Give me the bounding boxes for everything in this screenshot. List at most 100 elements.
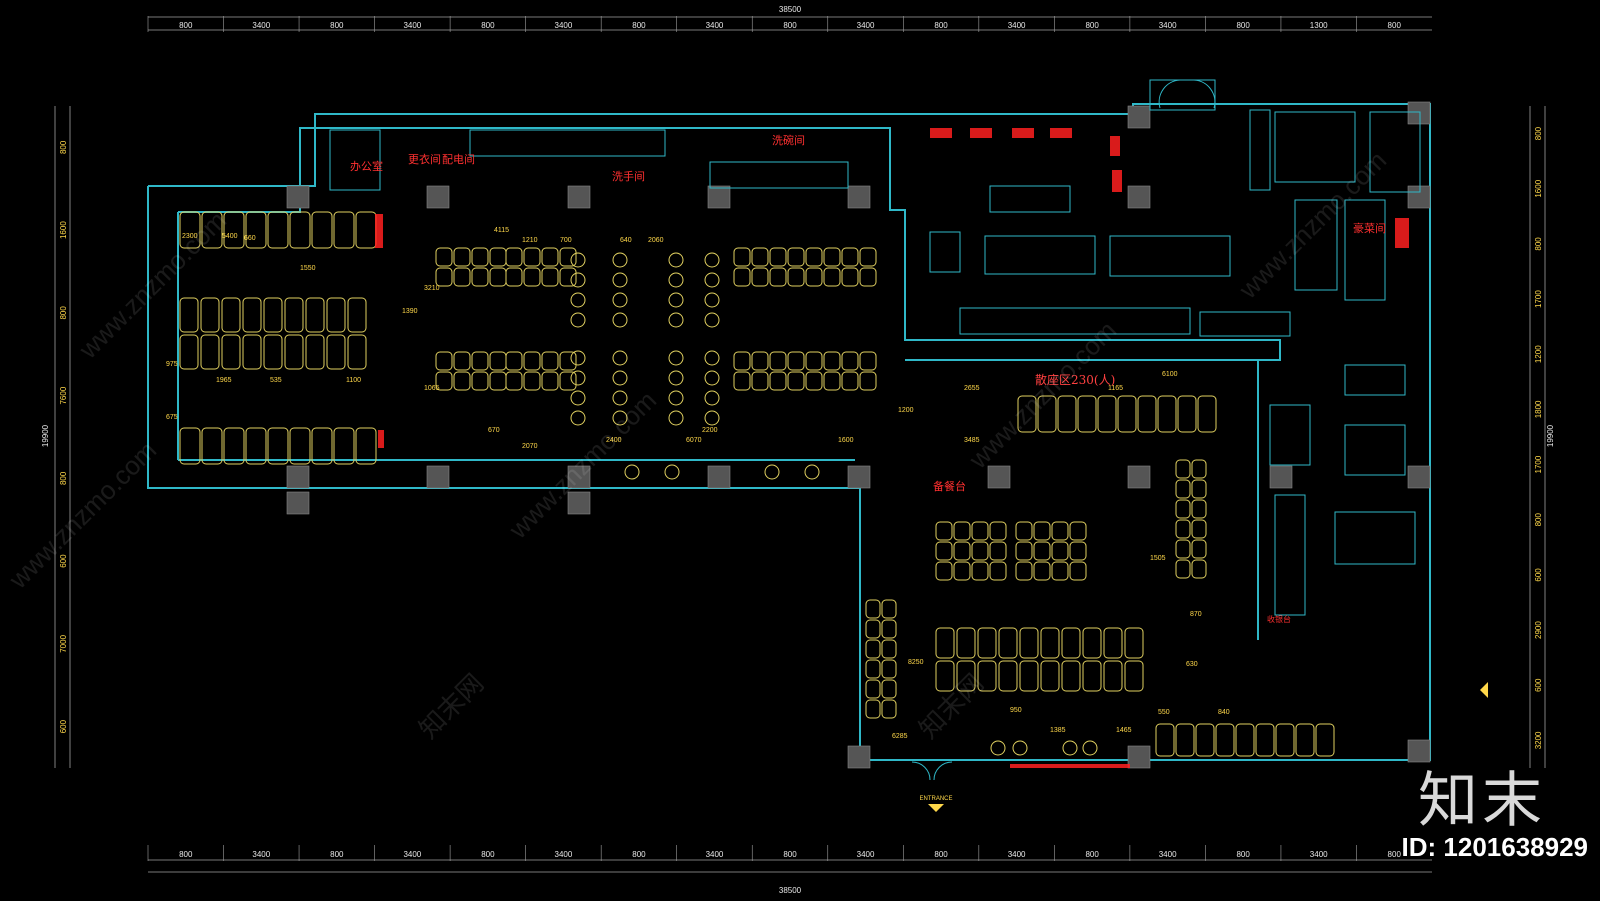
dimension-label: 3400	[1008, 21, 1026, 30]
round-stool	[990, 740, 1006, 756]
image-id-label: ID: 1201638929	[1401, 832, 1588, 862]
booth-seat	[1051, 521, 1069, 541]
column	[1127, 465, 1151, 489]
booth-seat	[787, 371, 805, 391]
room-label-washroom: 洗手间	[612, 169, 645, 183]
annotation-dim: 535	[270, 377, 282, 384]
column	[1407, 101, 1431, 125]
round-stool	[668, 410, 684, 426]
round-stool	[612, 390, 628, 406]
room-label-office: 办公室	[350, 159, 383, 173]
annotation-dim: 1600	[838, 437, 854, 444]
booth-seat	[1175, 479, 1191, 499]
booth-seat	[435, 371, 453, 391]
booth-seat	[881, 619, 897, 639]
booth-seat	[221, 334, 241, 370]
booth-seat	[263, 297, 283, 333]
annotation-dim: 6285	[892, 733, 908, 740]
brand-logo: 知末	[1418, 766, 1546, 836]
booth-seat	[881, 639, 897, 659]
booth-seat	[355, 427, 377, 465]
round-stool	[704, 390, 720, 406]
column	[1407, 465, 1431, 489]
dimension-label: 7000	[59, 634, 68, 652]
annotation-dim: 870	[1190, 611, 1202, 618]
round-stool	[570, 312, 586, 328]
booth-seat	[471, 247, 489, 267]
booth-seat	[505, 247, 523, 267]
dimension-label: 1600	[1534, 179, 1543, 197]
column	[1407, 185, 1431, 209]
round-stool	[668, 390, 684, 406]
booth-seat	[733, 267, 751, 287]
booth-seat	[1175, 723, 1195, 757]
structural-columns	[286, 101, 1431, 769]
dimension-label: 3400	[706, 850, 724, 859]
room-label-locker: 更衣间	[408, 152, 441, 166]
column	[567, 491, 591, 515]
booth-seat	[935, 561, 953, 581]
booth-seat	[1040, 660, 1060, 692]
dimension-label: 800	[632, 850, 646, 859]
column	[426, 185, 450, 209]
booth-seat	[1069, 561, 1087, 581]
round-stool	[668, 312, 684, 328]
annotation-dim: 4115	[494, 227, 509, 234]
booth-seat	[200, 334, 220, 370]
booth-seat	[787, 267, 805, 287]
annotation-dim: 1465	[1116, 727, 1132, 734]
booth-seat	[1275, 723, 1295, 757]
dimension-label: 3200	[1534, 731, 1543, 749]
booth-seat	[865, 659, 881, 679]
booth-seat	[1033, 561, 1051, 581]
booth-seat	[1051, 541, 1069, 561]
booth-seat	[435, 351, 453, 371]
round-stool	[1082, 740, 1098, 756]
round-stool	[804, 464, 820, 480]
entrance-label: ENTRANCE	[919, 796, 952, 802]
room-label-power: 配电间	[442, 153, 475, 166]
booth-seat	[326, 334, 346, 370]
booth-seat	[1015, 521, 1033, 541]
booth-seat	[1235, 723, 1255, 757]
booth-seat	[489, 267, 507, 287]
booth-seat	[1057, 395, 1077, 433]
svg-text:www.znzmo.com: www.znzmo.com	[2, 435, 162, 595]
dimension-label: 800	[59, 140, 68, 154]
booth-seat	[559, 247, 577, 267]
booth-seat	[953, 521, 971, 541]
annotation-dim: 6100	[1162, 371, 1178, 378]
annotation-dim: 1390	[402, 308, 418, 315]
booth-seat	[1295, 723, 1315, 757]
booth-seat	[1103, 660, 1123, 692]
annotation-dim: 1200	[898, 407, 914, 414]
dimension-label: 1300	[1310, 21, 1328, 30]
round-stool	[624, 464, 640, 480]
room-label-dishwash: 洗碗间	[772, 133, 805, 147]
right-dimension-labels: 8001600800170012001800170080060029006003…	[1534, 126, 1543, 749]
booth-seat	[859, 351, 877, 371]
booth-seat	[453, 371, 471, 391]
booth-seat	[1051, 561, 1069, 581]
booth-seat	[453, 267, 471, 287]
dimension-label: 800	[1085, 21, 1099, 30]
booth-seat	[1124, 660, 1144, 692]
booth-seat	[245, 427, 267, 465]
booth-seat	[1191, 499, 1207, 519]
booth-seat	[559, 371, 577, 391]
booth-seat	[1157, 395, 1177, 433]
annotation-dim: 630	[1186, 661, 1198, 668]
booth-seat	[881, 599, 897, 619]
dimension-label: 600	[59, 719, 68, 733]
column	[1407, 739, 1431, 763]
dimension-label: 3400	[857, 21, 875, 30]
dimension-label: 2900	[1534, 621, 1543, 639]
dimension-label: 800	[481, 21, 495, 30]
booth-seat	[284, 297, 304, 333]
booth-seat	[1061, 627, 1081, 659]
round-stool	[1062, 740, 1078, 756]
booth-seat	[1082, 627, 1102, 659]
room-label-service: 备餐台	[933, 479, 966, 493]
room-label-vip: 豪菜间	[1353, 221, 1386, 235]
